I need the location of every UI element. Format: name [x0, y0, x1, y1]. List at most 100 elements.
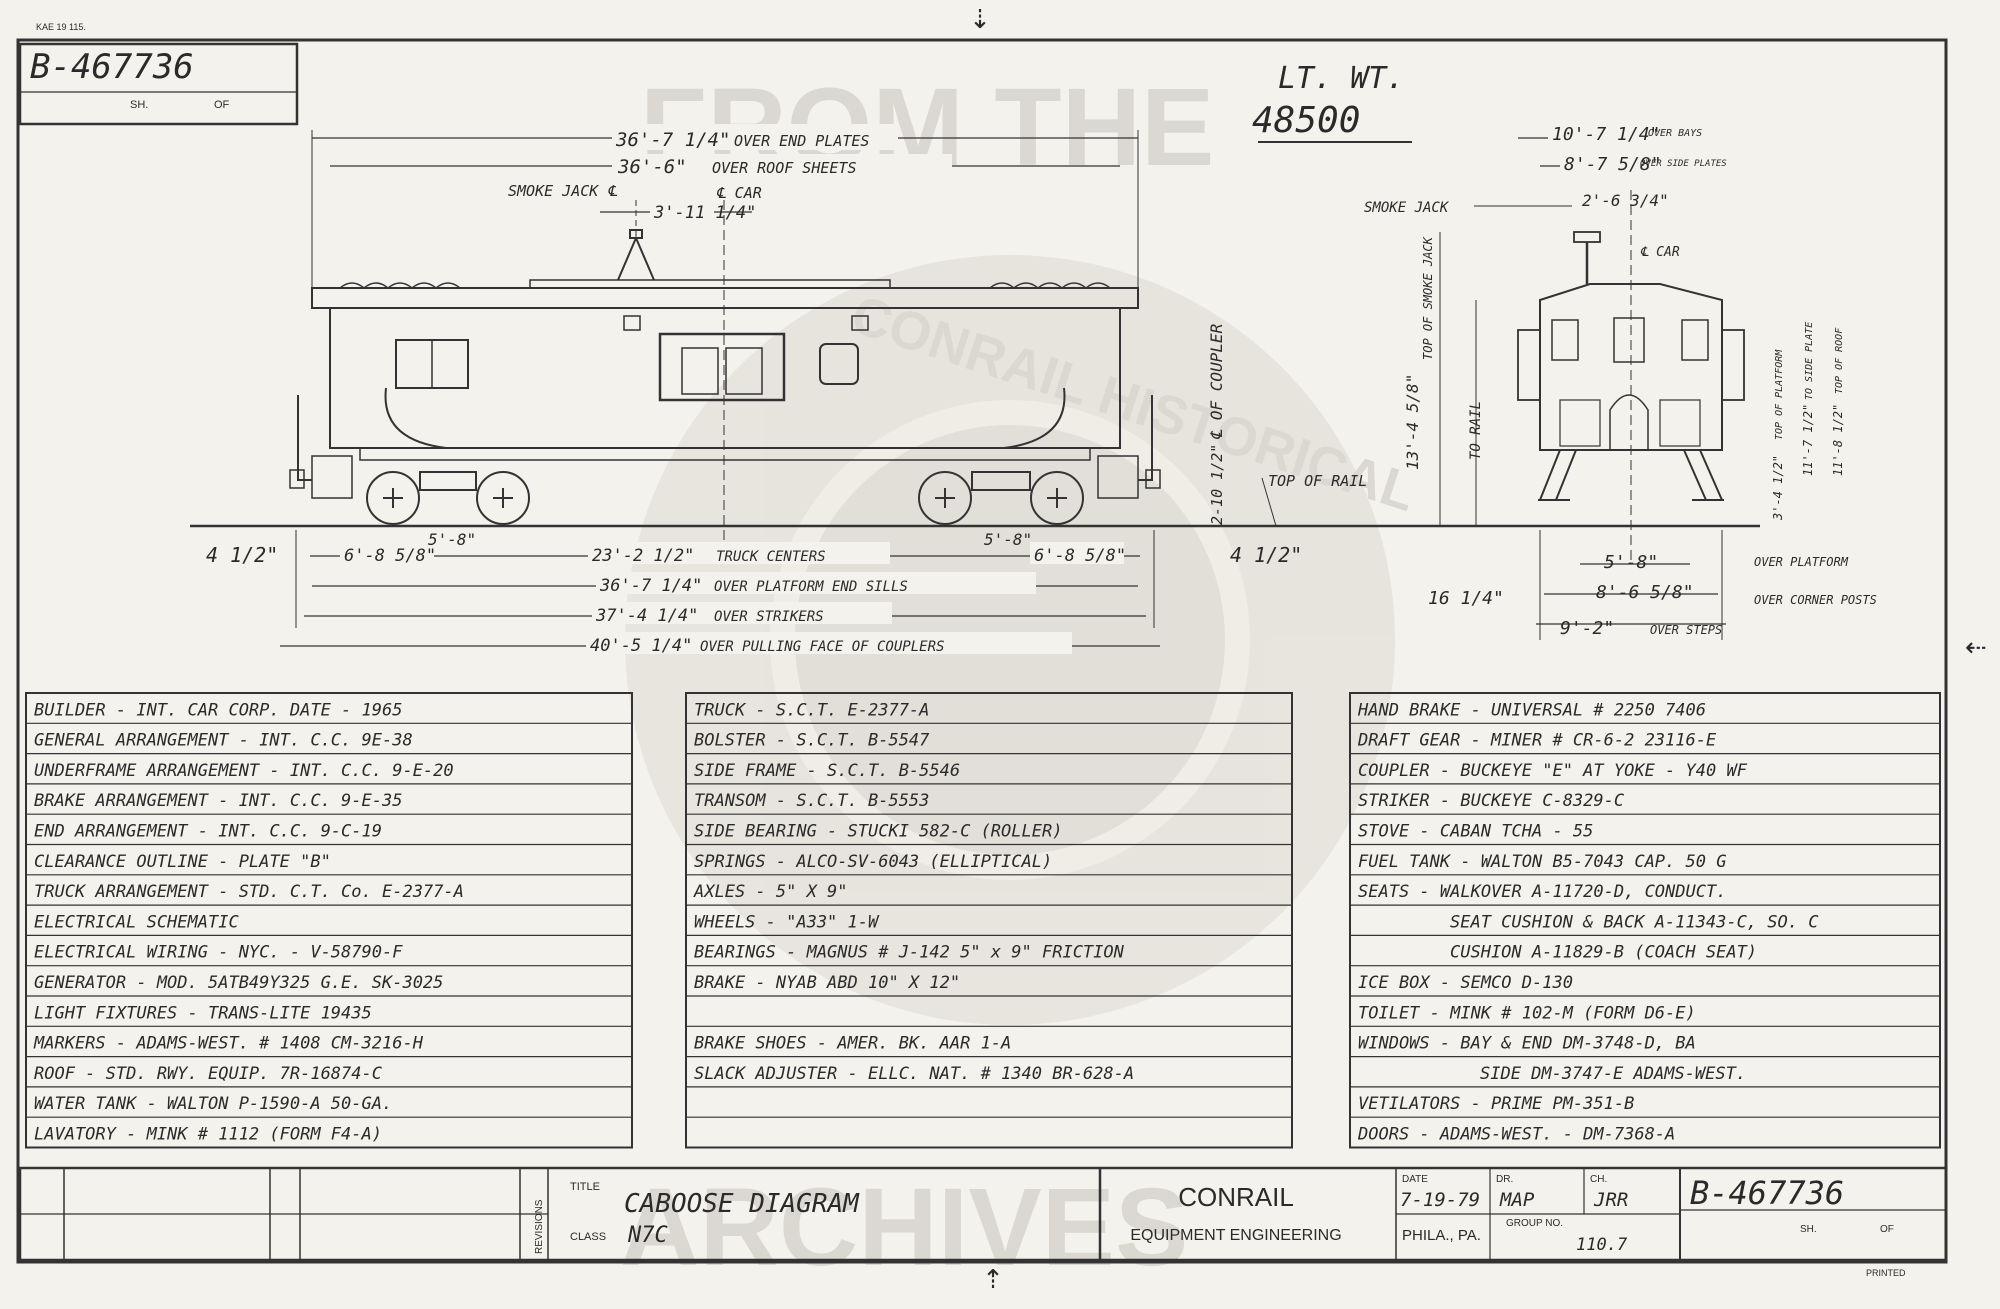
dim-roof-sheets-value: 36'-6"	[617, 156, 687, 178]
location: PHILA., PA.	[1402, 1227, 1481, 1244]
spec-table-3-row: TOILET - MINK # 102-M (FORM D6-E)	[1358, 1003, 1696, 1023]
top-of-platform-label: TOP OF PLATFORM	[1774, 349, 1785, 440]
spec-table-1-row: BRAKE ARRANGEMENT - INT. C.C. 9-E-35	[34, 791, 402, 811]
over-bays-text: OVER BAYS	[1648, 128, 1702, 139]
platform-width-text: OVER PLATFORM	[1754, 555, 1849, 569]
spec-table-1-row: WATER TANK - WALTON P-1590-A 50-GA.	[34, 1094, 392, 1114]
printed-label: PRINTED	[1866, 1268, 1906, 1278]
spec-table-2-row: TRANSOM - S.C.T. B-5553	[694, 791, 929, 811]
drawing-title: CABOOSE DIAGRAM	[624, 1189, 860, 1219]
spec-table-3-row: WINDOWS - BAY & END DM-3748-D, BA	[1358, 1034, 1696, 1054]
platform-sills-text: OVER PLATFORM END SILLS	[714, 579, 908, 595]
roof-height-dim: 11'-8 1/2"	[1831, 404, 1845, 476]
smoke-jack-height-value: 13'-4 5/8"	[1403, 374, 1422, 470]
specification-tables: BUILDER - INT. CAR CORP. DATE - 1965GENE…	[25, 692, 1941, 1149]
dim-end-plates-value: 36'-7 1/4"	[615, 129, 730, 151]
to-rail-label: TO RAIL	[1468, 401, 1484, 460]
spec-table-3-row: COUPLER - BUCKEYE "E" AT YOKE - Y40 WF	[1358, 761, 1748, 781]
strikers-text: OVER STRIKERS	[714, 609, 824, 625]
sheet-label: SH.	[130, 99, 148, 111]
checked-by-label: CH.	[1590, 1174, 1607, 1185]
title-label: TITLE	[570, 1181, 600, 1193]
strikers-value: 37'-4 1/4"	[595, 606, 698, 626]
spec-table-1-row: GENERAL ARRANGEMENT - INT. C.C. 9E-38	[34, 731, 413, 751]
class-label: CLASS	[570, 1231, 606, 1243]
platform-sills-value: 36'-7 1/4"	[599, 576, 702, 596]
over-steps-text: OVER STEPS	[1650, 623, 1722, 637]
spec-table-1: BUILDER - INT. CAR CORP. DATE - 1965GENE…	[25, 692, 633, 1149]
lt-wt-label: LT. WT.	[1278, 61, 1404, 96]
over-side-plates-text: OVER SIDE PLATES	[1640, 159, 1727, 169]
spec-table-1-row: LAVATORY - MINK # 1112 (FORM F4-A)	[34, 1125, 382, 1145]
over-steps-value: 9'-2"	[1560, 618, 1614, 639]
smoke-jack-height-text: TOP OF SMOKE JACK	[1421, 236, 1435, 360]
truck-centers-text: TRUCK CENTERS	[716, 549, 826, 565]
center-mark-top: ⇣	[969, 4, 991, 34]
light-weight: LT. WT. 48500	[1252, 61, 1412, 143]
over-side-plates-value: 8'-7 5/8"	[1564, 154, 1662, 175]
of-label-bottom: OF	[1880, 1224, 1894, 1235]
spec-table-3-row: HAND BRAKE - UNIVERSAL # 2250 7406	[1357, 700, 1706, 720]
spec-table-1-row: END ARRANGEMENT - INT. C.C. 9-C-19	[34, 822, 382, 842]
spec-table-3-row: CUSHION A-11829-B (COACH SEAT)	[1450, 943, 1757, 963]
spec-table-2-row: TRUCK - S.C.T. E-2377-A	[694, 700, 929, 720]
spec-table-1-row: ROOF - STD. RWY. EQUIP. 7R-16874-C	[34, 1064, 383, 1084]
spec-table-3: HAND BRAKE - UNIVERSAL # 2250 7406DRAFT …	[1349, 692, 1941, 1149]
spec-table-2-row: AXLES - 5" X 9"	[693, 882, 848, 902]
spec-table-1-row: MARKERS - ADAMS-WEST. # 1408 CM-3216-H	[33, 1034, 424, 1054]
watermark-line2: ARCHIVES	[620, 1166, 1188, 1289]
truck-centers-value: 23'-2 1/2"	[592, 546, 694, 566]
couplers-value: 40'-5 1/4"	[590, 636, 692, 656]
drawing-number-box: B-467736 SH. OF	[18, 42, 299, 126]
jack-offset-dim: 3'-11 1/4"	[653, 203, 756, 223]
left-end-dim: 4 1/2"	[206, 543, 278, 567]
spec-table-3-row: SIDE DM-3747-E ADAMS-WEST.	[1480, 1064, 1746, 1084]
spec-table-3-row: FUEL TANK - WALTON B5-7043 CAP. 50 G	[1358, 852, 1726, 872]
company-name: CONRAIL	[1178, 1182, 1294, 1212]
coupler-height-dim: 2-10 1/2"	[1208, 444, 1226, 525]
top-of-roof-label: TOP OF ROOF	[1834, 327, 1845, 394]
spec-table-2-row: SPRINGS - ALCO-SV-6043 (ELLIPTICAL)	[694, 852, 1052, 872]
spec-table-3-row: DRAFT GEAR - MINER # CR-6-2 23116-E	[1357, 731, 1717, 751]
corner-posts-value: 8'-6 5/8"	[1596, 582, 1694, 603]
drawn-by-value: MAP	[1499, 1189, 1535, 1211]
end-jack-offset: 2'-6 3/4"	[1582, 191, 1669, 210]
of-label: OF	[214, 99, 230, 111]
spec-table-2-row: BEARINGS - MAGNUS # J-142 5" x 9" FRICTI…	[694, 943, 1125, 963]
class-value: N7C	[627, 1223, 668, 1248]
title-block: REVISIONS TITLE CABOOSE DIAGRAM CLASS N7…	[18, 1166, 1948, 1278]
spec-table-3-row: SEAT CUSHION & BACK A-11343-C, SO. C	[1450, 912, 1819, 932]
spec-table-1-row: CLEARANCE OUTLINE - PLATE "B"	[34, 852, 331, 872]
right-end-dim: 4 1/2"	[1230, 543, 1302, 567]
car-centerline-label: ℄ CAR	[716, 184, 762, 202]
date-label: DATE	[1402, 1174, 1428, 1185]
spec-table-1-row: UNDERFRAME ARRANGEMENT - INT. C.C. 9-E-2…	[34, 761, 454, 781]
over-bays-value: 10'-7 1/4"	[1552, 124, 1660, 145]
group-label: GROUP NO.	[1506, 1218, 1563, 1229]
spec-table-1-row: LIGHT FIXTURES - TRANS-LITE 19435	[34, 1003, 372, 1023]
corner-posts-text: OVER CORNER POSTS	[1754, 593, 1877, 607]
drawing-number-top: B-467736	[30, 47, 194, 87]
end-elevation-view: 10'-7 1/4" OVER BAYS 8'-7 5/8" OVER SIDE…	[1364, 120, 1877, 640]
step-height-dim: 16 1/4"	[1428, 588, 1504, 609]
spec-table-3-row: VETILATORS - PRIME PM-351-B	[1358, 1094, 1634, 1114]
couplers-text: OVER PULLING FACE OF COUPLERS	[700, 639, 944, 655]
platform-height-dim: 3'-4 1/2"	[1771, 455, 1785, 521]
dim-roof-sheets-text: OVER ROOF SHEETS	[712, 159, 857, 177]
end-smoke-jack-label: SMOKE JACK	[1364, 200, 1450, 216]
spec-table-2-row: SLACK ADJUSTER - ELLC. NAT. # 1340 BR-62…	[694, 1064, 1134, 1084]
spec-table-1-row: BUILDER - INT. CAR CORP. DATE - 1965	[34, 700, 402, 720]
side-plate-height-dim: 11'-7 1/2"	[1801, 404, 1815, 476]
spec-table-2-row: SIDE BEARING - STUCKI 582-C (ROLLER)	[694, 822, 1062, 842]
spec-table-1-row: ELECTRICAL SCHEMATIC	[34, 912, 239, 932]
to-side-plate-label: TO SIDE PLATE	[1804, 322, 1815, 400]
spec-table-3-row: ICE BOX - SEMCO D-130	[1358, 973, 1573, 993]
dim-end-plates-text: OVER END PLATES	[734, 132, 869, 150]
revisions-label: REVISIONS	[534, 1199, 545, 1254]
left-axle-dim: 5'-8"	[428, 530, 476, 549]
spec-table-1-row: TRUCK ARRANGEMENT - STD. C.T. Co. E-2377…	[34, 882, 464, 902]
coupler-centerline-label: ℄ OF COUPLER	[1207, 324, 1226, 440]
date-value: 7-19-79	[1400, 1189, 1480, 1211]
